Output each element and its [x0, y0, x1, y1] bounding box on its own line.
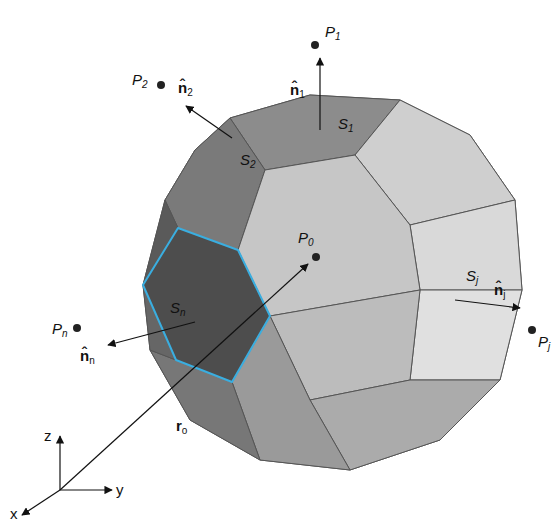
point-label: P0: [298, 230, 314, 248]
axis-label: y: [116, 482, 124, 497]
point-label: P1: [325, 24, 341, 42]
normal-label: n̂1: [290, 82, 305, 100]
point-label: Pn: [52, 321, 68, 339]
point-label: P2: [132, 72, 148, 90]
axis-label: x: [10, 506, 18, 521]
vector-label: ro: [176, 418, 187, 436]
normal-label: n̂j: [494, 282, 505, 300]
face-label: S1: [338, 116, 354, 134]
point-label: Pj: [538, 334, 550, 352]
normal-label: n̂n: [80, 348, 95, 366]
face-label: S2: [240, 152, 256, 170]
axis-label: z: [44, 428, 52, 443]
face-label: Sj: [466, 268, 478, 286]
face-label: Sn: [170, 300, 186, 318]
normal-label: n̂2: [178, 80, 193, 98]
